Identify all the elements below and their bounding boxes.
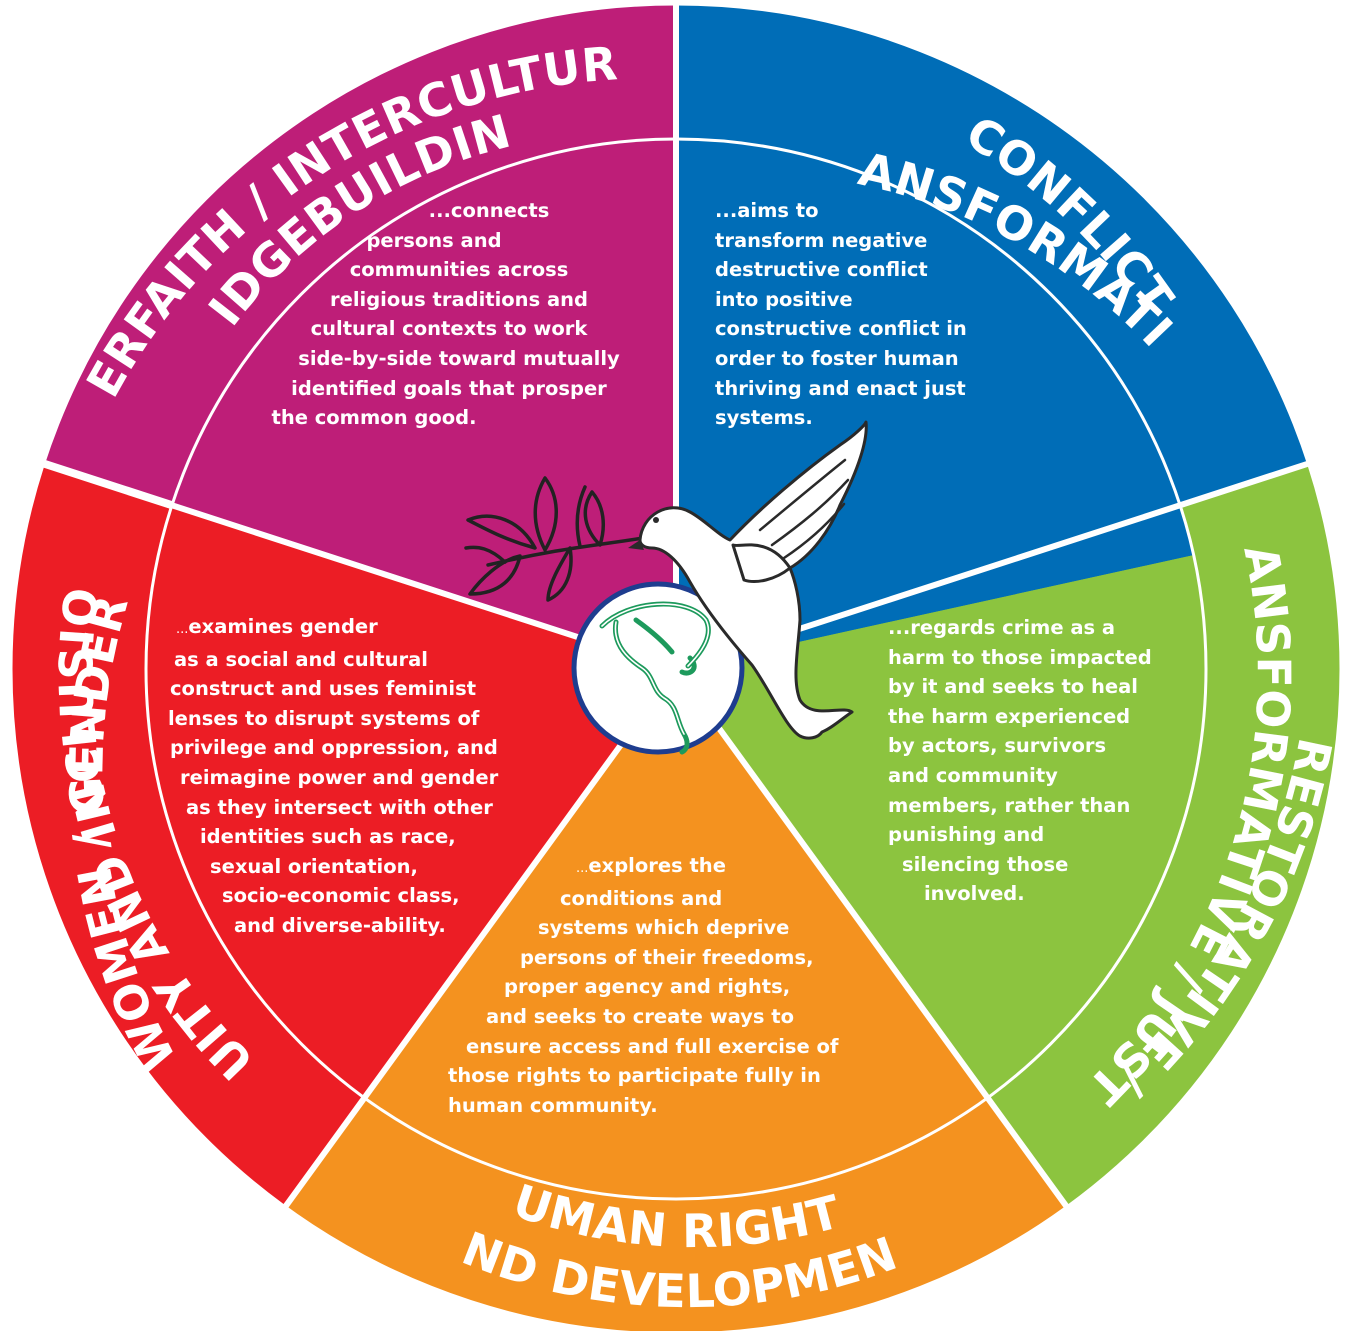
desc-human-rights-line: conditions and bbox=[560, 886, 723, 910]
desc-human-rights: ...explores the conditions and systems w… bbox=[440, 851, 900, 1120]
desc-women-line: sexual orientation, bbox=[210, 854, 418, 878]
desc-human-rights-line: proper agency and rights, bbox=[504, 975, 791, 999]
desc-women-line: as they intersect with other bbox=[186, 795, 493, 819]
desc-human-rights-line: systems which deprive bbox=[538, 916, 790, 940]
desc-restorative: ...regards crime as a harm to those impa… bbox=[888, 613, 1152, 909]
desc-interfaith: ...connects persons and communities acro… bbox=[254, 196, 644, 433]
desc-women-line: construct and uses feminist bbox=[170, 677, 477, 701]
desc-restorative-line: silencing those bbox=[902, 852, 1069, 876]
desc-interfaith-line: ...connects bbox=[428, 199, 550, 222]
desc-interfaith-line: the common good. bbox=[271, 406, 477, 430]
desc-conflict-line: ...aims to bbox=[715, 199, 819, 222]
desc-restorative-line: ...regards crime as a bbox=[888, 616, 1116, 639]
desc-restorative-line: and community bbox=[888, 763, 1058, 787]
segment-restorative-inner bbox=[676, 555, 1206, 1098]
divider-lines bbox=[38, 0, 1314, 1213]
desc-human-rights-line: ensure access and full exercise of bbox=[466, 1034, 839, 1058]
desc-human-rights-line: ...explores the bbox=[576, 854, 726, 877]
desc-conflict: ...aims to transform negative destructiv… bbox=[715, 196, 967, 433]
desc-women-line: reimagine power and gender bbox=[180, 765, 499, 789]
dove-with-olive-branch-over-globe-icon bbox=[464, 420, 868, 755]
desc-women-line: and diverse-ability. bbox=[234, 913, 446, 937]
dove-icon bbox=[628, 420, 868, 740]
desc-women-line: ...examines gender bbox=[176, 615, 378, 638]
desc-women-line: socio-economic class, bbox=[222, 884, 460, 908]
desc-interfaith-line: religious traditions and bbox=[330, 287, 588, 311]
desc-conflict-line: into positive bbox=[715, 287, 853, 311]
segment-women-inner bbox=[145, 505, 676, 1098]
desc-conflict-line: systems. bbox=[715, 406, 813, 430]
olive-branch-icon bbox=[464, 476, 645, 602]
desc-restorative-line: harm to those impacted bbox=[888, 645, 1152, 669]
desc-human-rights-line: human community. bbox=[448, 1093, 658, 1117]
desc-interfaith-line: persons and bbox=[366, 228, 502, 252]
desc-women-line: lenses to disrupt systems of bbox=[168, 706, 480, 730]
desc-conflict-line: thriving and enact just bbox=[715, 376, 966, 400]
desc-conflict-line: constructive conflict in bbox=[715, 317, 967, 341]
desc-women-line: as a social and cultural bbox=[174, 647, 428, 671]
desc-women-line: identities such as race, bbox=[200, 825, 456, 849]
desc-restorative-line: members, rather than bbox=[888, 793, 1131, 817]
desc-restorative-line: involved. bbox=[924, 882, 1025, 906]
desc-interfaith-line: cultural contexts to work bbox=[310, 317, 588, 341]
desc-interfaith-line: identified goals that prosper bbox=[291, 376, 607, 400]
desc-human-rights-line: and seeks to create ways to bbox=[486, 1004, 795, 1028]
desc-conflict-line: order to foster human bbox=[715, 346, 959, 370]
desc-women-line: privilege and oppression, and bbox=[170, 736, 498, 760]
desc-human-rights-line: those rights to participate fully in bbox=[448, 1064, 821, 1088]
desc-restorative-line: the harm experienced bbox=[888, 704, 1131, 728]
desc-women: ...examines gender as a social and cultu… bbox=[166, 612, 498, 941]
desc-interfaith-line: side-by-side toward mutually bbox=[298, 346, 620, 370]
desc-restorative-line: by actors, survivors bbox=[888, 734, 1107, 758]
desc-restorative-line: by it and seeks to heal bbox=[888, 675, 1138, 699]
desc-human-rights-line: persons of their freedoms, bbox=[520, 945, 814, 969]
desc-restorative-line: punishing and bbox=[888, 823, 1045, 847]
desc-conflict-line: destructive conflict bbox=[715, 258, 928, 282]
segment-human-rights-inner bbox=[363, 669, 989, 1200]
desc-interfaith-line: communities across bbox=[349, 258, 569, 282]
wheel-outline bbox=[9, 2, 1343, 1331]
globe-icon bbox=[571, 581, 745, 755]
desc-conflict-line: transform negative bbox=[715, 228, 928, 252]
